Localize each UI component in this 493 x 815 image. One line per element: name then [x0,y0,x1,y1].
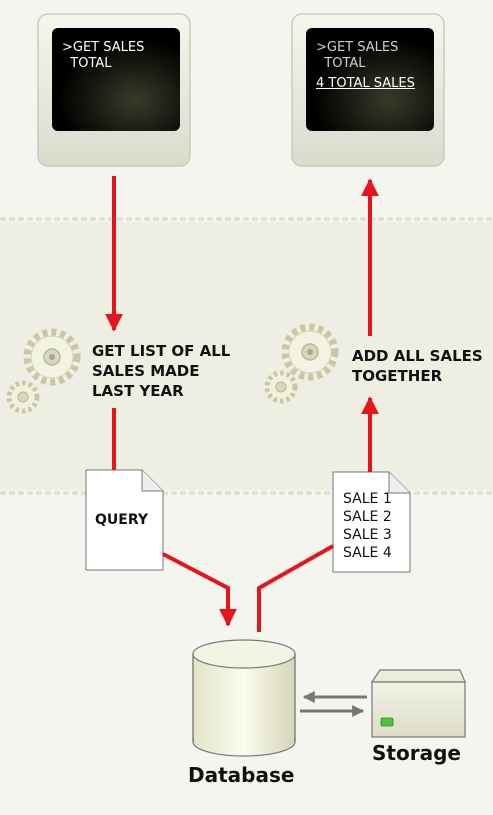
application-tier-band [0,217,493,495]
query-document-label: QUERY [95,512,148,528]
storage-label: Storage [372,741,461,765]
storage-exchange-arrows [300,691,367,717]
left-screen-line1: >GET SALES [62,40,145,55]
query-to-database-arrow [162,552,237,627]
storage-drive-icon [370,669,466,738]
sale-item: SALE 4 [343,545,392,561]
sale-item: SALE 1 [343,491,392,507]
right-screen-result: 4 TOTAL SALES [316,76,415,91]
sum-step-line2: TOGETHER [352,367,443,385]
database-icon [192,639,296,757]
document-icon [332,471,411,573]
query-step-line2: SALES MADE [92,362,200,380]
right-screen-line2: TOTAL [316,56,366,71]
gear-icon [6,328,81,414]
monitor-icon [291,13,445,167]
sum-step-line1: ADD ALL SALES [352,347,483,365]
document-icon [85,469,164,571]
monitor-icon [37,13,191,167]
left-screen-line2: TOTAL [62,56,112,71]
sale-item: SALE 3 [343,527,392,543]
sale-item: SALE 2 [343,509,392,525]
query-step-line3: LAST YEAR [92,382,184,400]
gear-icon [264,323,339,404]
query-step-line1: GET LIST OF ALL [92,342,231,360]
database-label: Database [188,763,295,787]
right-screen-line1: >GET SALES [316,40,399,55]
database-to-results-line [257,544,334,632]
